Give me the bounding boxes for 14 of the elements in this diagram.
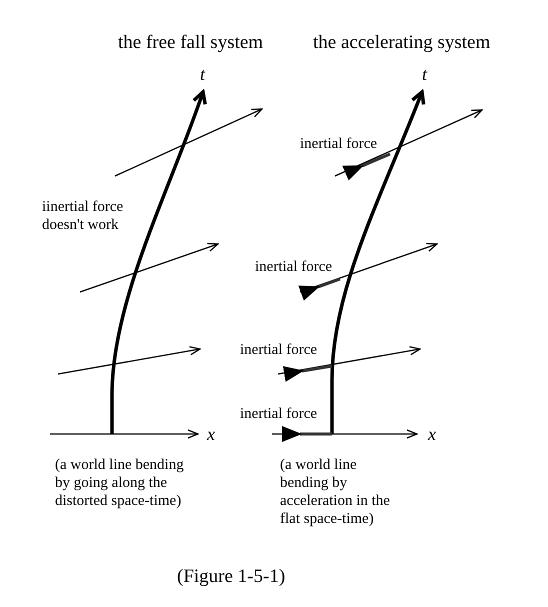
force-label: inertial force [240,405,318,423]
figure-caption: (Figure 1-5-1) [177,566,286,589]
axis-label: x [428,424,436,446]
caption-note: (a world line bending by acceleration in the flat space-time) [280,456,391,528]
caption-note: (a world line bending by going along the distorted space-time) [55,456,185,510]
force-label: inertial force [240,341,318,359]
annotation: iinertial force doesn't work [42,198,124,234]
axis-label: t [200,64,206,86]
panel-heading: the accelerating system [313,32,490,55]
force-label: inertial force [300,135,378,153]
panel-heading: the free fall system [118,32,264,55]
axis-label: t [422,64,428,86]
axis-label: x [207,424,215,446]
force-label: inertial force [255,258,332,276]
